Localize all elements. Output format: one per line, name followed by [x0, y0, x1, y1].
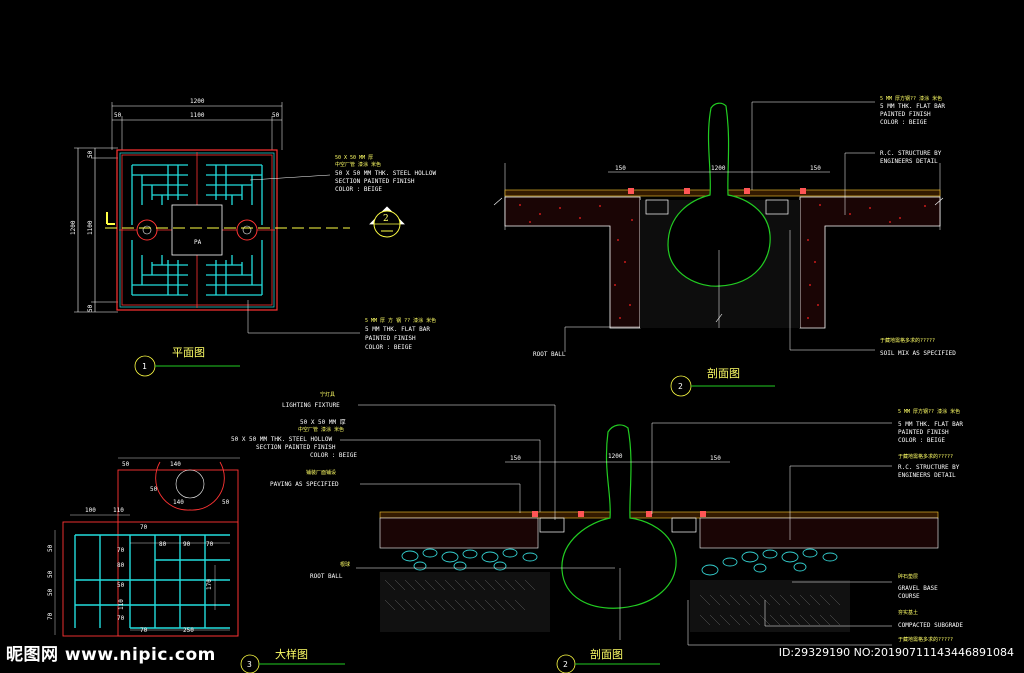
- plan-title-num: 1: [142, 362, 147, 371]
- plan-dim-inner: 1100: [190, 112, 205, 119]
- section-bottom-dim-left: 150: [510, 455, 521, 462]
- watermark: 昵图网 www.nipic.com: [6, 645, 216, 665]
- section-bottom-paving-cn: 铺装厂面铺设: [306, 469, 336, 476]
- plan-dim-total: 1200: [190, 98, 205, 105]
- section-bottom-gravel-0: GRAVEL BASE: [898, 585, 938, 592]
- plan-section-marker: 2: [369, 206, 405, 238]
- section-top-dim-left: 150: [615, 165, 626, 172]
- section-top-flatbar-2: PAINTED FINISH: [880, 111, 931, 118]
- detail-dim-14: 170: [206, 579, 213, 590]
- section-bottom-lighting-cn: 宁灯具: [320, 391, 335, 398]
- section-bottom-paving: PAVING AS SPECIFIED: [270, 481, 339, 488]
- section-bottom-steel-3: SECTION PAINTED FINISH: [256, 444, 336, 451]
- section-top-rc-1: ENGINEERS DETAIL: [880, 158, 938, 165]
- section-bottom-flatbar-0: 5 MM 厚方钢?? 漆涂 米色: [898, 408, 960, 415]
- detail-dim-18: 250: [183, 627, 194, 634]
- section-top-flatbar-3: COLOR : BEIGE: [880, 119, 927, 126]
- plan-title: 平面图: [172, 346, 205, 359]
- section-bottom-rc-0: R.C. STRUCTURE BY: [898, 464, 960, 471]
- detail-dim-12: 80: [117, 562, 125, 569]
- section-bottom-dim-right: 150: [710, 455, 721, 462]
- section-top-rc-0: R.C. STRUCTURE BY: [880, 150, 942, 157]
- section-top-flatbar-1: 5 MM THK. FLAT BAR: [880, 103, 945, 110]
- detail-dim-11: 70: [117, 547, 125, 554]
- section-top-title: 剖面图: [707, 366, 740, 380]
- section-bottom-flatbar-2: PAINTED FINISH: [898, 429, 949, 436]
- plan-note-flatbar-1: 5 MM THK. FLAT BAR: [365, 326, 430, 333]
- section-bottom-subgrade-cn: 夯实基土: [898, 609, 918, 616]
- detail-dim-6: 110: [113, 507, 124, 514]
- section-bottom-dim-center: 1200: [608, 453, 623, 460]
- plan-view: 1200 1100 50 50 1200 1100 50 50: [70, 98, 437, 377]
- image-id: ID:29329190 NO:20190711143446891084: [778, 646, 1014, 659]
- detail-dim-7: 70: [140, 524, 148, 531]
- plan-note-flatbar-0: 5 MM 厚 方 钢 ?? 漆涂 米色: [365, 317, 436, 324]
- plan-dim-left-total: 1200: [70, 220, 77, 235]
- section-bottom-title-num: 2: [563, 660, 568, 669]
- plan-note-steel-4: COLOR : BEIGE: [335, 186, 382, 193]
- detail-dim-0: 50: [122, 461, 130, 468]
- detail-dim-left-2: 50: [47, 588, 54, 596]
- detail-dim-15: 110: [118, 599, 125, 610]
- plan-section-marker-num: 2: [383, 214, 389, 224]
- section-bottom-steel-0: 50 X 50 MM 厚: [300, 419, 346, 426]
- detail-dim-5: 100: [85, 507, 96, 514]
- section-bottom-flatbar-3: COLOR : BEIGE: [898, 437, 945, 444]
- section-top-title-num: 2: [678, 382, 683, 391]
- detail-dim-16: 70: [117, 615, 125, 622]
- plan-note-flatbar-2: PAINTED FINISH: [365, 335, 416, 342]
- section-bottom-steel-4: COLOR : BEIGE: [310, 452, 357, 459]
- section-bottom: 150 1200 150 宁灯具 LIGHTING FIXTURE 50 X 5…: [231, 391, 963, 673]
- section-bottom-steel-2: 50 X 50 MM THK. STEEL HOLLOW: [231, 436, 333, 443]
- plan-note-steel-0: 50 X 50 MM 厚: [335, 155, 373, 161]
- detail-dim-2: 50: [222, 499, 230, 506]
- section-bottom-bottom-cn: 于藏地需格多求的?????: [898, 636, 953, 643]
- detail-dim-3: 140: [173, 499, 184, 506]
- section-top: 150 1200 150 5 MM 厚方钢?? 漆涂 米色 5 MM THK. …: [493, 95, 956, 397]
- plan-dim-left: 50: [114, 112, 122, 119]
- plan-center-label: PA: [194, 239, 202, 246]
- section-bottom-flatbar-1: 5 MM THK. FLAT BAR: [898, 421, 963, 428]
- detail-title: 大样图: [275, 647, 308, 661]
- section-bottom-gravel-1: COURSE: [898, 593, 920, 600]
- section-bottom-root: ROOT BALL: [310, 573, 343, 580]
- plan-dim-left-bottom: 50: [87, 304, 94, 312]
- detail-title-num: 3: [247, 660, 252, 669]
- section-bottom-steel-1: 中空厂管 漆涂 米色: [298, 426, 344, 433]
- detail-dim-left-1: 50: [47, 570, 54, 578]
- detail-dim-10: 70: [206, 541, 214, 548]
- plan-note-steel-3: SECTION PAINTED FINISH: [335, 178, 415, 185]
- section-bottom-subgrade: COMPACTED SUBGRADE: [898, 622, 963, 629]
- section-bottom-rc-1: ENGINEERS DETAIL: [898, 472, 956, 479]
- section-top-soil-cn: 于藏地需格多求的?????: [880, 337, 935, 344]
- detail-dim-13: 50: [117, 582, 125, 589]
- detail-dim-left-0: 50: [47, 544, 54, 552]
- section-top-flatbar-0: 5 MM 厚方钢?? 漆涂 米色: [880, 95, 942, 102]
- section-bottom-root-cn: 根球: [340, 561, 350, 568]
- section-bottom-gravel-cn: 碎石垫层: [898, 573, 918, 580]
- section-bottom-title: 剖面图: [590, 647, 623, 661]
- section-top-soil: SOIL MIX AS SPECIFIED: [880, 350, 956, 357]
- plan-dim-right: 50: [272, 112, 280, 119]
- plan-note-flatbar-3: COLOR : BEIGE: [365, 344, 412, 351]
- section-top-root: ROOT BALL: [533, 351, 566, 358]
- section-bottom-lighting: LIGHTING FIXTURE: [282, 402, 340, 409]
- detail-view: 50 140 50 140 50 100 110 70 80 90 70 70 …: [47, 457, 345, 673]
- detail-dim-9: 90: [183, 541, 191, 548]
- section-bottom-rc-cn: 于藏地需格多求的?????: [898, 453, 953, 460]
- plan-dim-left-top: 50: [87, 150, 94, 158]
- detail-dim-1: 140: [170, 461, 181, 468]
- detail-dim-4: 50: [150, 486, 158, 493]
- plan-note-steel-2: 50 X 50 MM THK. STEEL HOLLOW: [335, 170, 437, 177]
- plan-dim-left-inner: 1100: [87, 220, 94, 235]
- detail-dim-left-3: 70: [47, 612, 54, 620]
- detail-dim-17: 70: [140, 627, 148, 634]
- section-top-dim-right: 150: [810, 165, 821, 172]
- plan-note-steel-1: 中空厂管 漆涂 米色: [335, 161, 381, 168]
- detail-dim-8: 80: [159, 541, 167, 548]
- section-top-dim-center: 1200: [711, 165, 726, 172]
